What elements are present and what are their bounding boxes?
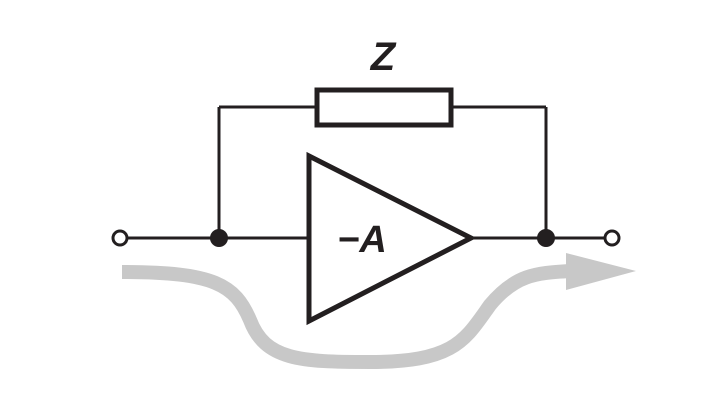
amplifier-gain-label: −A	[337, 219, 387, 261]
input-junction-dot	[210, 229, 228, 247]
amplifier-triangle	[306, 151, 477, 326]
signal-flow-arrowhead-icon	[566, 253, 636, 290]
feedback-impedance-resistor	[314, 87, 454, 128]
signal-flow-path	[121, 264, 571, 370]
output-terminal	[603, 229, 621, 247]
input-terminal	[111, 229, 129, 247]
feedback-impedance-label: Z	[370, 35, 397, 79]
output-junction-dot	[537, 229, 555, 247]
